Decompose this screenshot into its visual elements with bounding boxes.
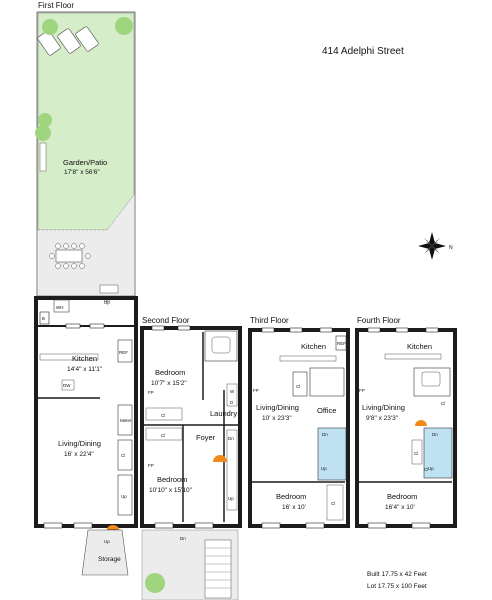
bedroom4-dim: 16'4" x 10' <box>385 504 415 511</box>
third-floor-title: Third Floor <box>250 316 289 325</box>
office-label: Office <box>317 406 336 415</box>
second-floor-title: Second Floor <box>142 316 190 325</box>
bedroom2a-label: Bedroom <box>155 368 185 377</box>
living1-dim: 16' x 22'4" <box>64 451 94 458</box>
bedroom2b-dim: 10'10" x 15'10" <box>149 487 193 494</box>
dn-label-2: Dn <box>228 436 234 441</box>
first-floor-title: First Floor <box>38 1 74 10</box>
second-floor-plan <box>140 325 242 529</box>
entry-icon <box>213 455 227 462</box>
kitchen4-label: Kitchen <box>407 342 432 351</box>
fp-label-3: FP <box>253 388 259 393</box>
dn-label-4: Dn <box>432 432 438 437</box>
bedroom3-label: Bedroom <box>276 492 306 501</box>
garden-step <box>99 284 119 294</box>
foyer-label: Foyer <box>196 433 216 442</box>
cl-label-2b: Cl <box>161 433 165 438</box>
entry-icon <box>415 420 427 426</box>
cl-label-3a: Cl <box>296 384 300 389</box>
cl-label-3b: Cl <box>331 501 335 506</box>
living1-label: Living/Dining <box>58 439 101 448</box>
b-label: B <box>42 316 45 321</box>
kitchen1-label: Kitchen <box>72 354 97 363</box>
tree-icon <box>115 17 133 35</box>
built-size: Built 17.75 x 42 Feet <box>367 571 427 578</box>
tree-icon <box>38 113 52 127</box>
fp-label-2b: FP <box>148 463 154 468</box>
dn-label-3: Dn <box>322 432 328 437</box>
fourth-floor-title: Fourth Floor <box>357 316 401 325</box>
first-floor-plan <box>34 296 138 529</box>
fourth-floor-plan <box>355 327 457 529</box>
fp-label-2a: FP <box>148 390 154 395</box>
up-label-3: Up <box>321 466 327 471</box>
garden-dim: 17'8" x 56'6" <box>64 169 100 176</box>
storage-up-label: Up <box>104 539 110 544</box>
living3-label: Living/Dining <box>256 403 299 412</box>
bedroom3-dim: 16' x 10' <box>282 504 306 511</box>
kitchen1-dim: 14'4" x 11'1" <box>67 366 103 373</box>
cl-label-4a: Cl <box>441 401 445 406</box>
bedroom4-label: Bedroom <box>387 492 417 501</box>
svg-text:N: N <box>449 245 453 251</box>
cl-label-4c: Cl <box>424 467 428 472</box>
d-label: D <box>230 400 234 405</box>
garden-label: Garden/Patio <box>63 158 107 167</box>
lot-size: Lot 17.75 x 100 Feet <box>367 583 427 590</box>
tree-icon <box>145 573 165 593</box>
ref-label-3: REF <box>337 341 346 346</box>
up-label-1b: Up <box>121 494 127 499</box>
dw-label: DW <box>63 383 71 388</box>
address-title: 414 Adelphi Street <box>322 46 404 57</box>
kitchen3-label: Kitchen <box>301 342 326 351</box>
up-label-2: Up <box>228 496 234 501</box>
tree-icon <box>42 19 58 35</box>
cl-label-4b: Cl <box>414 451 418 456</box>
third-floor-plan <box>248 327 350 529</box>
storage-label: Storage <box>98 556 121 563</box>
ref-label-1: REF <box>119 350 128 355</box>
garden-area <box>36 11 136 297</box>
garden-up-label: Up <box>104 298 110 303</box>
fp-label-4: FP <box>359 388 365 393</box>
tree-icon <box>35 125 51 141</box>
living4-label: Living/Dining <box>362 403 405 412</box>
up-label-4: Up <box>428 466 434 471</box>
bedroom2b-label: Bedroom <box>157 475 187 484</box>
living4-dim: 9'8" x 23'3" <box>366 415 399 422</box>
living3-dim: 10' x 23'3" <box>262 415 292 422</box>
dining-set-icon <box>49 243 91 269</box>
wh-label: WH <box>56 305 64 310</box>
garden-bench <box>39 142 47 172</box>
dn-label-yard: Dn <box>180 536 186 541</box>
cl-label-2a: Cl <box>161 413 165 418</box>
compass-icon: N <box>418 232 453 260</box>
laundry-label: Laundry <box>210 409 237 418</box>
bedroom2a-dim: 10'7" x 15'2" <box>151 380 187 387</box>
w-label: W <box>230 389 235 394</box>
lounge-chair-icon <box>37 26 99 56</box>
meter-label: Meter <box>120 418 132 423</box>
storage-area <box>81 529 129 576</box>
cl-label-1: Cl <box>121 453 125 458</box>
first-up-label: Up <box>104 300 110 305</box>
